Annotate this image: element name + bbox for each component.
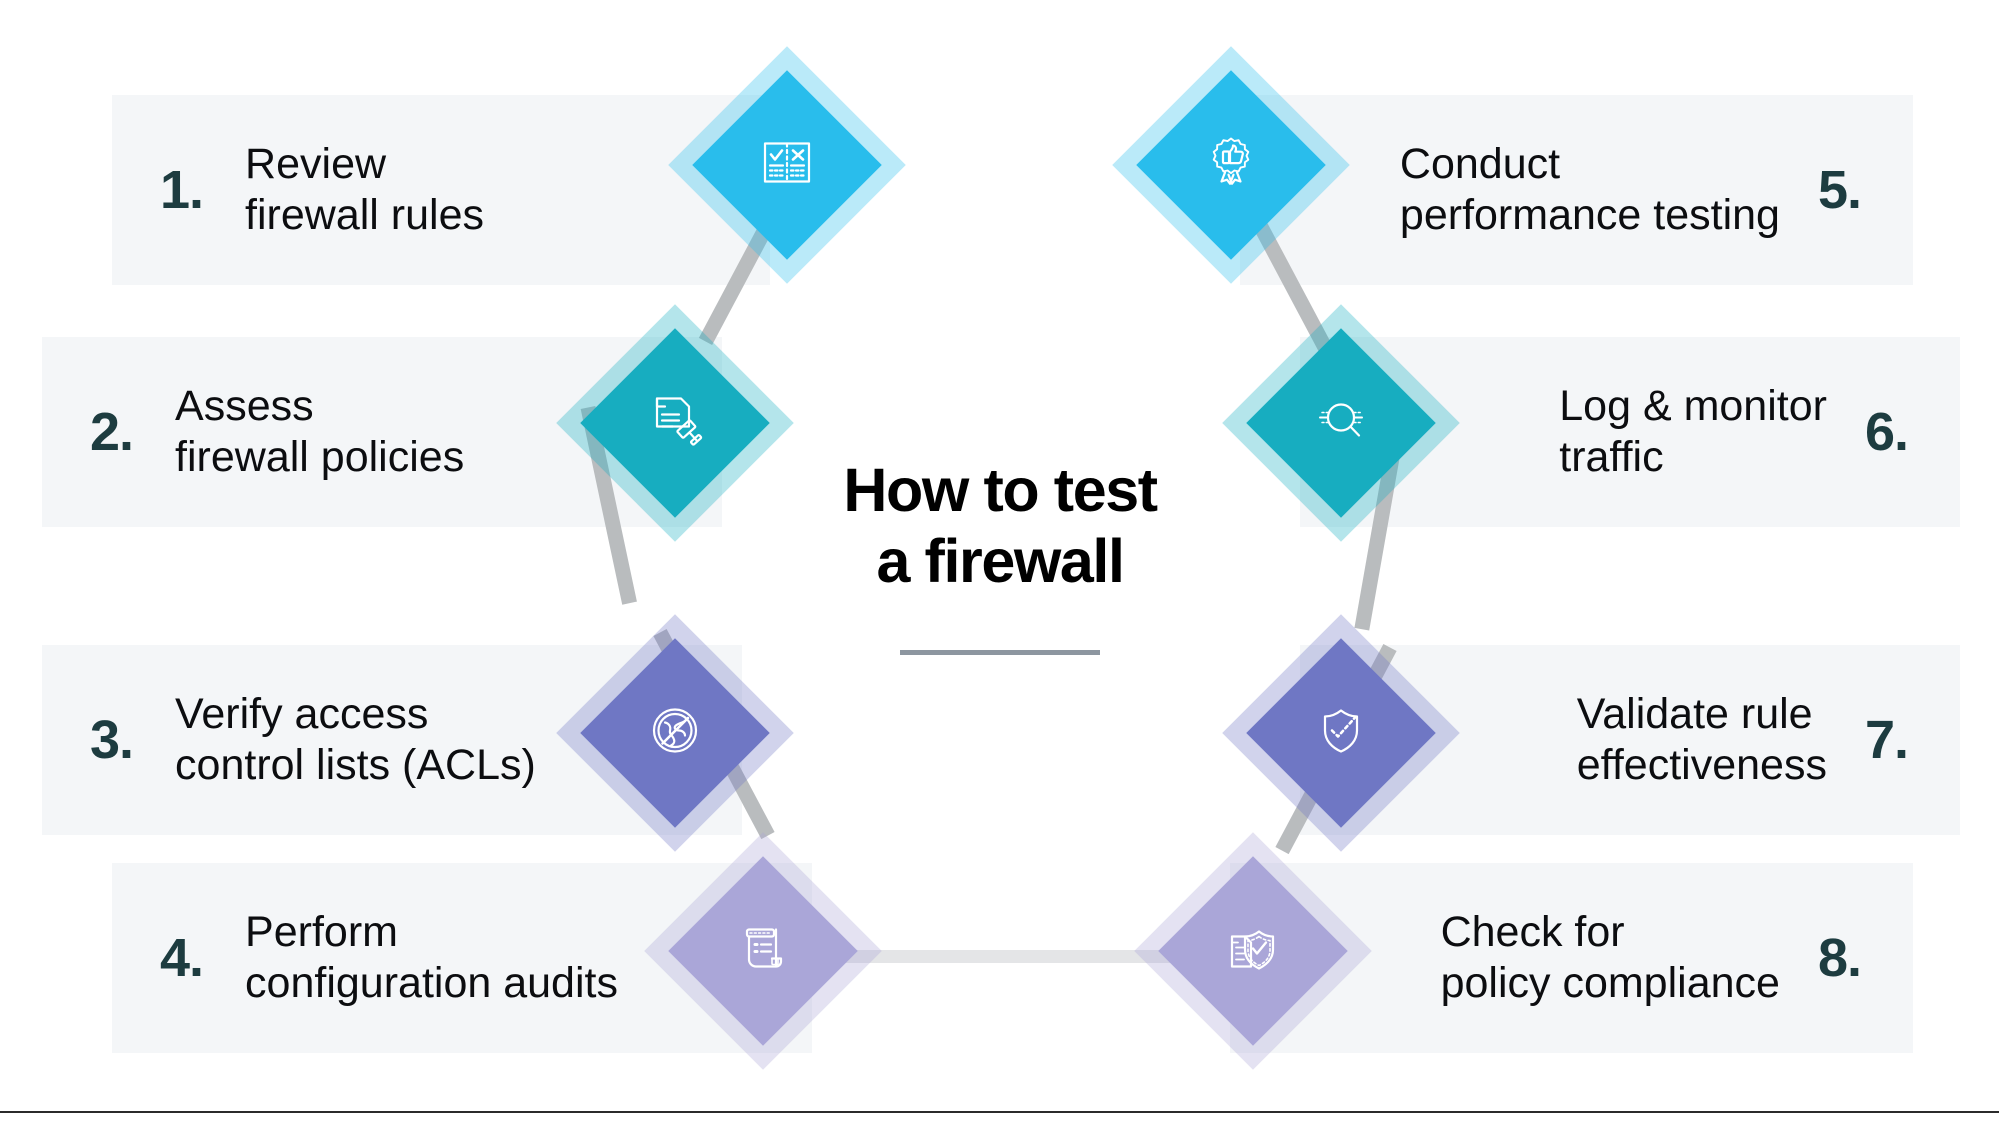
connector-4-8 xyxy=(800,950,1220,963)
step-label-4: Perform configuration audits xyxy=(245,908,618,1007)
step-diamond-8[interactable] xyxy=(1134,832,1372,1070)
step-label-2: Assess firewall policies xyxy=(175,382,465,481)
scroll-list-icon xyxy=(731,917,795,986)
center-title-block: How to test a firewall xyxy=(790,455,1210,655)
step-number-6: 6. xyxy=(1864,402,1909,462)
globe-blocked-icon xyxy=(643,699,707,768)
step-diamond-7[interactable] xyxy=(1222,614,1460,852)
step-panel-3[interactable]: 3. Verify access control lists (ACLs) xyxy=(42,645,742,835)
award-thumbs-up-icon xyxy=(1199,131,1263,200)
bottom-divider xyxy=(0,1111,1999,1113)
document-check-cross-icon xyxy=(755,131,819,200)
step-diamond-1[interactable] xyxy=(668,46,906,284)
document-shield-check-icon xyxy=(1219,917,1287,986)
step-label-8: Check for policy compliance xyxy=(1440,908,1780,1007)
step-panel-5[interactable]: Conduct performance testing 5. xyxy=(1240,95,1913,285)
step-number-4: 4. xyxy=(160,928,204,988)
step-diamond-6[interactable] xyxy=(1222,304,1460,542)
step-panel-8[interactable]: Check for policy compliance 8. xyxy=(1230,863,1913,1053)
title-divider-icon xyxy=(900,649,1100,655)
step-number-8: 8. xyxy=(1817,928,1862,988)
step-diamond-2[interactable] xyxy=(556,304,794,542)
step-number-3: 3. xyxy=(90,710,134,770)
step-number-5: 5. xyxy=(1817,160,1862,220)
step-label-5: Conduct performance testing xyxy=(1399,140,1780,239)
step-number-2: 2. xyxy=(90,402,134,462)
magnifier-traffic-icon xyxy=(1306,389,1376,458)
document-gavel-icon xyxy=(643,389,707,458)
shield-dotted-check-icon xyxy=(1309,699,1373,768)
step-label-3: Verify access control lists (ACLs) xyxy=(175,690,536,789)
step-label-1: Review firewall rules xyxy=(245,140,485,239)
step-diamond-3[interactable] xyxy=(556,614,794,852)
step-number-7: 7. xyxy=(1864,710,1909,770)
step-number-1: 1. xyxy=(160,160,204,220)
step-diamond-5[interactable] xyxy=(1112,46,1350,284)
step-panel-1[interactable]: 1. Review firewall rules xyxy=(112,95,770,285)
step-diamond-4[interactable] xyxy=(644,832,882,1070)
step-label-6: Log & monitor traffic xyxy=(1559,382,1827,481)
page-title: How to test a firewall xyxy=(843,456,1158,596)
step-label-7: Validate rule effectiveness xyxy=(1576,690,1827,789)
